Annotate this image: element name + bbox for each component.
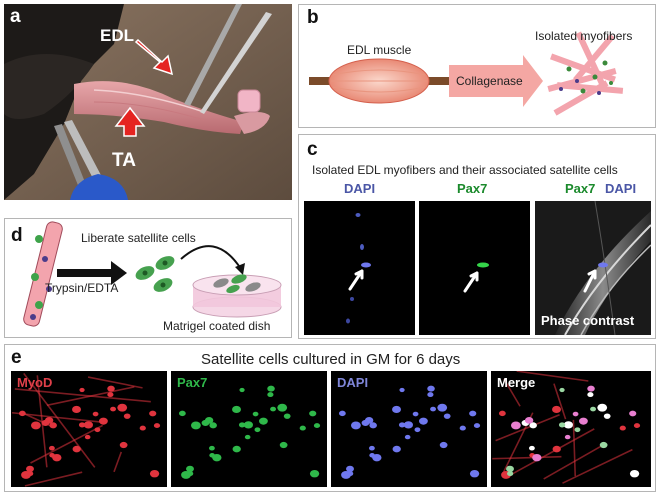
panel-a-photo: a EDL TA	[4, 4, 292, 200]
image-dapi-fiber	[304, 201, 415, 335]
panel-d-letter: d	[11, 225, 23, 246]
panel-b: b EDL muscle Collagena	[298, 4, 656, 128]
channel-label-merge: Merge	[497, 375, 536, 390]
image-phase-contrast-merge: Phase contrast	[535, 201, 651, 335]
panel-e-title: Satellite cells cultured in GM for 6 day…	[201, 351, 461, 368]
channel-label-pax7-merge: Pax7	[565, 181, 596, 196]
channel-label-dapi-merge: DAPI	[605, 181, 637, 196]
channel-label-pax7: Pax7	[457, 181, 488, 196]
channel-label-pax7-e: Pax7	[177, 375, 208, 390]
dissection-photo-illustration	[4, 4, 292, 200]
pointer-arrow-icon	[463, 271, 479, 293]
channel-label-dapi: DAPI	[344, 181, 376, 196]
isolated-myofibers-label: Isolated myofibers	[535, 29, 633, 43]
edl-arrow-icon	[134, 38, 174, 76]
image-pax7: Pax7	[171, 371, 327, 487]
trypsin-arrow-icon	[57, 261, 127, 285]
panel-a-letter: a	[10, 6, 21, 27]
ta-label: TA	[112, 150, 136, 171]
panel-c-letter: c	[307, 139, 318, 160]
panel-e-letter: e	[11, 347, 22, 368]
panel-c: c Isolated EDL myofibers and their assoc…	[298, 134, 656, 339]
pointer-arrow-icon	[348, 269, 364, 291]
image-dapi: DAPI	[331, 371, 487, 487]
channel-label-dapi-e: DAPI	[337, 375, 369, 390]
phase-contrast-label: Phase contrast	[541, 313, 635, 328]
panel-c-title: Isolated EDL myofibers and their associa…	[312, 163, 618, 177]
image-myod: MyoD	[11, 371, 167, 487]
ta-arrow-icon	[114, 106, 146, 137]
liberated-cells-icon	[135, 256, 175, 292]
collagenase-arrow-icon	[449, 55, 543, 107]
collagenase-label: Collagenase	[456, 74, 523, 88]
panel-e: e Satellite cells cultured in GM for 6 d…	[4, 344, 656, 492]
dish-label: Matrigel coated dish	[163, 319, 271, 333]
image-merge: Merge	[491, 371, 651, 487]
myofiber-icon	[23, 221, 63, 327]
panel-b-diagram	[309, 31, 624, 116]
isolated-myofibers-icon	[547, 31, 624, 116]
culture-dish-icon	[192, 274, 282, 318]
pointer-arrow-icon	[583, 269, 597, 293]
panel-d: d Liberate satellite cells	[4, 218, 292, 338]
panel-d-diagram	[23, 221, 282, 327]
liberate-label: Liberate satellite cells	[81, 231, 196, 245]
curved-arrow-icon	[180, 245, 245, 275]
edl-label: EDL	[100, 26, 134, 45]
channel-label-myod: MyoD	[17, 375, 53, 390]
image-pax7-fiber	[419, 201, 530, 335]
panel-b-letter: b	[307, 7, 319, 28]
muscle-icon	[309, 58, 449, 104]
trypsin-label: Trypsin/EDTA	[45, 281, 119, 295]
edl-muscle-label: EDL muscle	[347, 43, 412, 57]
